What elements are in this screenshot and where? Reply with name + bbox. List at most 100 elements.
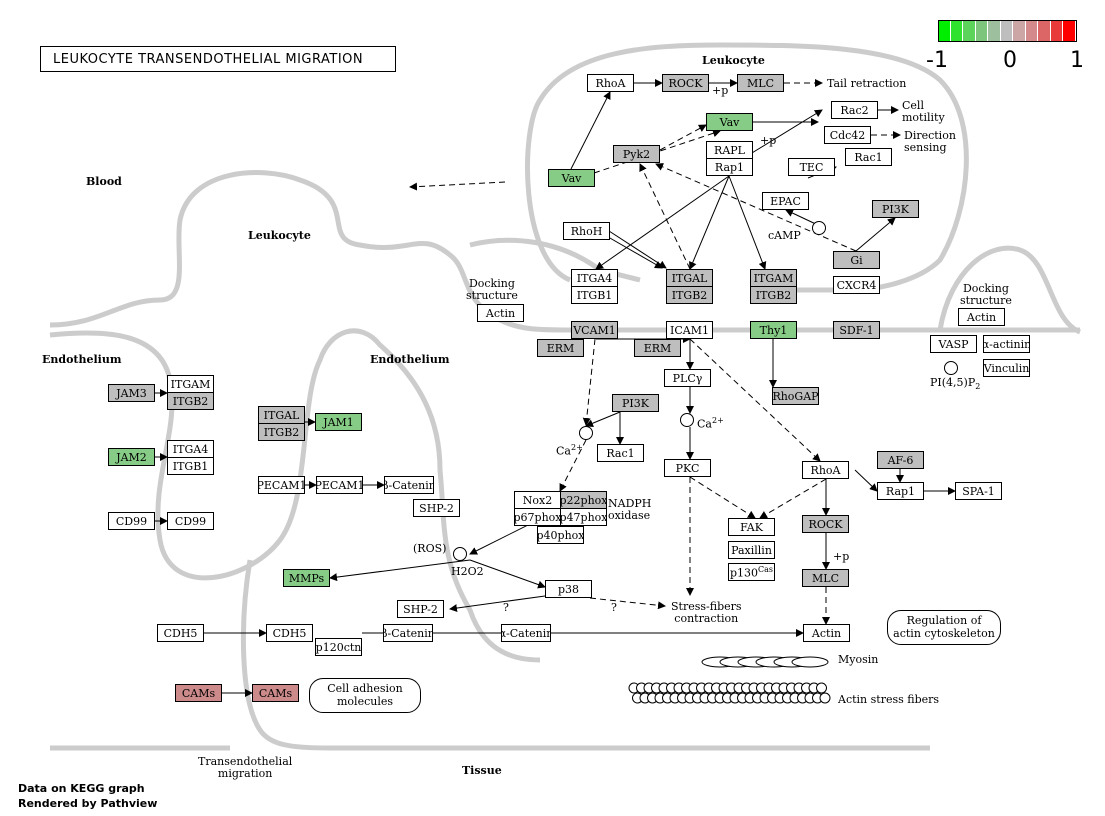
gene-bcatenin-a[interactable]: β-Catenin: [384, 476, 434, 494]
gene-sdf1[interactable]: SDF-1: [833, 321, 880, 339]
cell-adhesion-molecules-link[interactable]: Cell adhesion molecules: [309, 678, 421, 713]
gene-pi3k-top[interactable]: PI3K: [872, 200, 919, 218]
gene-paxillin[interactable]: Paxillin: [728, 541, 775, 559]
gene-label: ITGA4: [576, 271, 613, 285]
gene-actin-r[interactable]: Actin: [958, 308, 1005, 326]
gene-pecam1-b[interactable]: PECAM1: [316, 476, 363, 494]
gene-rac1-mid[interactable]: Rac1: [597, 444, 644, 462]
gene-rac2[interactable]: Rac2: [831, 101, 878, 119]
gene-vcam1[interactable]: VCAM1: [571, 321, 618, 339]
gene-itgal-a[interactable]: ITGAL: [666, 269, 713, 287]
gene-bcatenin-b[interactable]: β-Catenin: [383, 624, 433, 642]
gene-tec[interactable]: TEC: [788, 158, 835, 176]
gene-fak[interactable]: FAK: [728, 518, 775, 536]
gene-itgb2-b[interactable]: ITGB2: [750, 286, 797, 304]
gene-p40phox[interactable]: p40phox: [537, 526, 584, 544]
gene-thy1[interactable]: Thy1: [750, 321, 797, 339]
gene-p22phox[interactable]: p22phox: [560, 491, 607, 509]
gene-jam3[interactable]: JAM3: [108, 384, 155, 402]
gene-mmps[interactable]: MMPs: [283, 569, 330, 587]
gene-label: Vav: [719, 115, 740, 129]
gene-jam2[interactable]: JAM2: [108, 448, 155, 466]
gene-label: p22phox: [560, 493, 607, 507]
gene-cd99-a[interactable]: CD99: [108, 512, 155, 530]
gene-pyk2[interactable]: Pyk2: [613, 145, 660, 163]
gene-itgb1-a[interactable]: ITGB1: [571, 286, 618, 304]
gene-vasp[interactable]: VASP: [930, 335, 977, 353]
gene-mlc-mid[interactable]: MLC: [802, 569, 849, 587]
gene-icam1[interactable]: ICAM1: [666, 321, 713, 339]
gene-nox2[interactable]: Nox2: [514, 491, 561, 509]
gene-af6[interactable]: AF-6: [877, 451, 924, 469]
gene-itgb2-l[interactable]: ITGB2: [167, 392, 214, 410]
gene-itga4-l[interactable]: ITGA4: [167, 440, 214, 458]
gene-itgam-l[interactable]: ITGAM: [167, 375, 214, 393]
gene-itga4-a[interactable]: ITGA4: [571, 269, 618, 287]
gene-cams-b[interactable]: CAMs: [252, 684, 299, 702]
gene-plcg[interactable]: PLCγ: [664, 369, 711, 387]
gene-spa1[interactable]: SPA-1: [955, 482, 1002, 500]
gene-itgal-m[interactable]: ITGAL: [258, 406, 305, 424]
label-tail-retraction: Tail retraction: [827, 77, 907, 90]
gene-pi3k-mid[interactable]: PI3K: [612, 394, 659, 412]
gene-cdc42[interactable]: Cdc42: [824, 126, 871, 144]
gene-itgam-a[interactable]: ITGAM: [750, 269, 797, 287]
region-endothelium-mid: Endothelium: [370, 353, 450, 366]
label-plus-p-1: +p: [712, 84, 729, 97]
gene-gi[interactable]: Gi: [833, 251, 880, 269]
footer-data-note: Data on KEGG graph: [18, 782, 145, 795]
gene-rhoa-mid[interactable]: RhoA: [802, 461, 849, 479]
legend-min-label: -1: [926, 48, 948, 73]
gene-p38[interactable]: p38: [545, 580, 592, 598]
gene-rhoa-top[interactable]: RhoA: [587, 74, 634, 92]
gene-acatenin[interactable]: α-Catenin: [501, 624, 551, 642]
gene-vinculin[interactable]: Vinculin: [983, 359, 1030, 377]
gene-rapl[interactable]: RAPL: [706, 141, 753, 159]
gene-itgb1-l[interactable]: ITGB1: [167, 457, 214, 475]
legend-swatch: [1063, 20, 1076, 42]
gene-mlc-top[interactable]: MLC: [737, 74, 784, 92]
gene-label: PI3K: [882, 202, 909, 216]
gene-a-actinin[interactable]: α-actinin: [983, 335, 1030, 353]
gene-rac1-top[interactable]: Rac1: [845, 148, 892, 166]
gene-erm-a[interactable]: ERM: [537, 339, 584, 357]
gene-cdh5-a[interactable]: CDH5: [157, 624, 204, 642]
gene-shp2-b[interactable]: SHP-2: [397, 600, 444, 618]
gene-label: Rac1: [854, 150, 883, 164]
gene-rhogap[interactable]: RhoGAP: [772, 387, 819, 405]
gene-cxcr4[interactable]: CXCR4: [833, 276, 880, 294]
gene-label: RhoA: [595, 76, 626, 90]
gene-cd99-b[interactable]: CD99: [167, 512, 214, 530]
gene-rhoh[interactable]: RhoH: [563, 222, 610, 240]
gene-itgb2-m[interactable]: ITGB2: [258, 423, 305, 441]
gene-rock-mid[interactable]: ROCK: [802, 515, 849, 533]
gene-p47phox[interactable]: p47phox: [560, 508, 607, 526]
gene-actin-bottom[interactable]: Actin: [803, 624, 850, 642]
gene-label: ITGAL: [263, 408, 300, 422]
gene-epac[interactable]: EPAC: [762, 192, 809, 210]
gene-rap1-r[interactable]: Rap1: [877, 482, 924, 500]
gene-p67phox[interactable]: p67phox: [514, 508, 561, 526]
gene-pkc[interactable]: PKC: [664, 459, 711, 477]
gene-p120ctn[interactable]: p120ctn: [315, 638, 362, 656]
gene-p130cas[interactable]: p130Cas: [728, 563, 775, 581]
gene-erm-b[interactable]: ERM: [634, 339, 681, 357]
gene-actin-dock[interactable]: Actin: [477, 304, 524, 322]
gene-vav-top[interactable]: Vav: [706, 113, 753, 131]
pathway-edge: [854, 469, 878, 492]
pathway-edge: [329, 559, 471, 582]
gene-vav-left[interactable]: Vav: [548, 169, 595, 187]
gene-label: Rac1: [606, 446, 635, 460]
gene-cdh5-b[interactable]: CDH5: [266, 624, 313, 642]
gene-label: α-actinin: [983, 337, 1030, 351]
camp-compound: [812, 221, 826, 235]
gene-pecam1-a[interactable]: PECAM1: [258, 476, 305, 494]
regulation-actin-cytoskeleton-link[interactable]: Regulation of actin cytoskeleton: [887, 610, 1001, 645]
gene-jam1[interactable]: JAM1: [315, 413, 362, 431]
gene-itgb2-a[interactable]: ITGB2: [666, 286, 713, 304]
gene-label: CD99: [115, 514, 148, 528]
gene-rock-top[interactable]: ROCK: [662, 74, 709, 92]
gene-cams-a[interactable]: CAMs: [175, 684, 222, 702]
gene-shp2-a[interactable]: SHP-2: [413, 499, 460, 517]
gene-rap1-top[interactable]: Rap1: [706, 158, 753, 176]
